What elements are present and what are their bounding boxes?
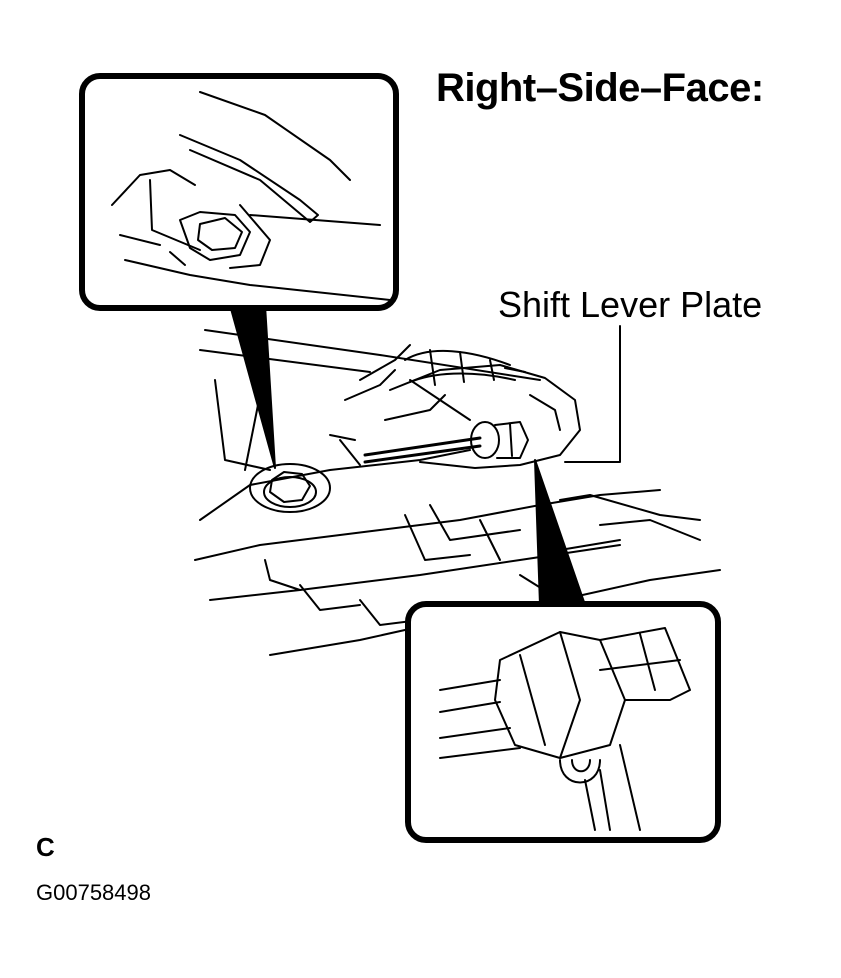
figure-code: G00758498 <box>36 880 151 905</box>
zoom-box-bolt-detail <box>79 73 399 311</box>
zoom-pointer-top <box>229 304 276 469</box>
view-letter: C <box>36 832 55 862</box>
shift-cable-sleeve <box>404 349 526 386</box>
shift-cable-rod <box>363 436 482 464</box>
diagram-title: Right–Side–Face: <box>436 66 764 110</box>
zoom-pointer-bottom <box>534 459 586 606</box>
mounting-bolt <box>249 463 331 513</box>
shift-lever-plate <box>389 364 581 469</box>
callout-leader-line <box>564 325 621 463</box>
zoom-box-bushing-detail <box>405 601 721 843</box>
cable-bushing <box>470 421 529 459</box>
shift-lever-plate-label: Shift Lever Plate <box>498 284 763 325</box>
